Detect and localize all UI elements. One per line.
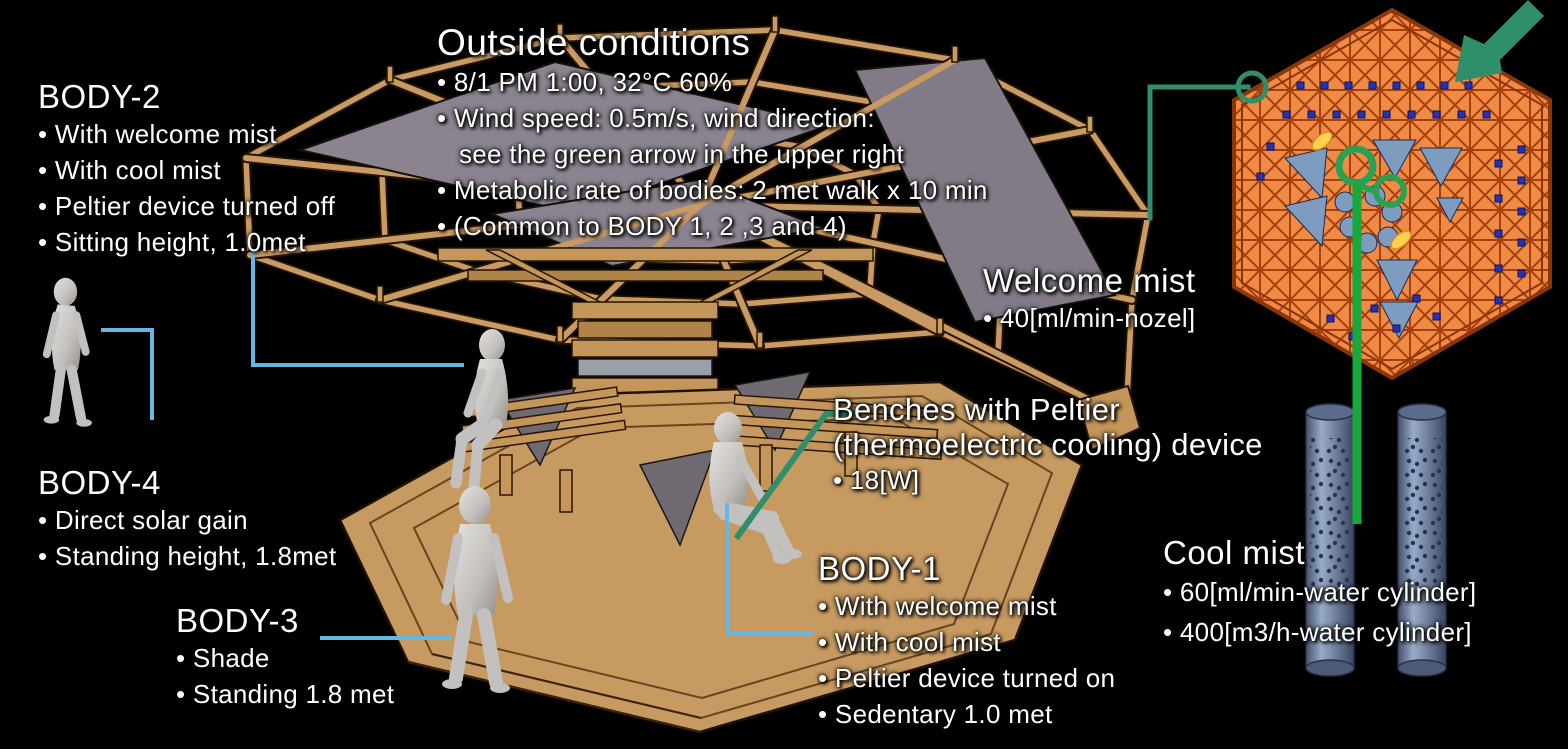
body4-label: BODY-4 • Direct solar gain • Standing he…: [38, 464, 336, 574]
body2-callout-line: [251, 250, 464, 367]
welcome-mist-nozzle-marker: [1235, 70, 1269, 104]
cool-mist-item: • 400[m3/h-water cylinder]: [1163, 617, 1472, 647]
welcome-mist-title: Welcome mist: [983, 262, 1196, 299]
shade-triangles: [1284, 139, 1464, 340]
body3-label: BODY-3 • Shade • Standing 1.8 met: [176, 602, 394, 712]
body-2-figure: [450, 329, 509, 491]
benches-callout-line: [733, 409, 862, 541]
body4-item: • Direct solar gain: [38, 505, 248, 535]
cool-mist-item: • 60[ml/min-water cylinder]: [1163, 577, 1477, 607]
body2-label: BODY-2 • With welcome mist • With cool m…: [38, 78, 335, 260]
body2-item: • Sitting height, 1.0met: [38, 227, 306, 257]
benches-title-line1: Benches with Peltier: [833, 392, 1120, 427]
outside-conditions-item: • Metabolic rate of bodies: 2 met walk x…: [437, 175, 988, 205]
body-3-figure: [441, 486, 513, 693]
outside-conditions-item: • 8/1 PM 1:00, 32°C 60%: [437, 67, 733, 97]
water-cylinder-left: [1305, 403, 1355, 677]
benches-label: Benches with Peltier (thermoelectric coo…: [833, 392, 1263, 498]
welcome-mist-item: • 40[ml/min-nozel]: [983, 303, 1196, 333]
body1-title: BODY-1: [818, 550, 941, 587]
body1-label: BODY-1 • With welcome mist • With cool m…: [818, 550, 1115, 732]
benches-title-line2: (thermoelectric cooling) device: [833, 427, 1263, 462]
highlight-ovals: [1311, 131, 1412, 250]
water-cylinder-right: [1397, 403, 1447, 677]
cool-mist-label: Cool mist • 60[ml/min-water cylinder] • …: [1163, 534, 1476, 652]
body2-item: • Peltier device turned off: [38, 191, 336, 221]
outside-conditions-item: see the green arrow in the upper right: [459, 139, 904, 169]
welcome-mist-label: Welcome mist • 40[ml/min-nozel]: [983, 262, 1196, 336]
body2-item: • With welcome mist: [38, 119, 277, 149]
body-1-figure: [709, 412, 802, 564]
body4-callout-line: [101, 328, 154, 420]
wind-direction-arrow-icon: [1455, 0, 1544, 82]
outside-conditions-item: • Wind speed: 0.5m/s, wind direction:: [437, 103, 875, 133]
body2-title: BODY-2: [38, 78, 161, 115]
body3-item: • Shade: [176, 643, 270, 673]
body-4-figure: [42, 277, 92, 427]
body4-item: • Standing height, 1.8met: [38, 541, 337, 571]
cool-mist-title: Cool mist: [1163, 534, 1306, 571]
body1-item: • With welcome mist: [818, 591, 1057, 621]
body2-item: • With cool mist: [38, 155, 221, 185]
outside-conditions-title: Outside conditions: [437, 22, 751, 63]
body1-item: • Sedentary 1.0 met: [818, 699, 1053, 729]
plan-view-hexagon: [1232, 7, 1552, 381]
body4-title: BODY-4: [38, 464, 161, 501]
body1-item: • Peltier device turned on: [818, 663, 1116, 693]
mist-nozzle-dots: [1256, 81, 1526, 341]
body1-callout-line: [725, 503, 814, 636]
welcome-mist-callout-line: [1147, 84, 1251, 221]
outside-conditions-block: Outside conditions • 8/1 PM 1:00, 32°C 6…: [437, 22, 988, 244]
benches-item: • 18[W]: [833, 465, 920, 495]
roof-panels: [296, 56, 1117, 324]
body3-title: BODY-3: [176, 602, 299, 639]
pavilion-base: [338, 371, 1084, 734]
body3-item: • Standing 1.8 met: [176, 679, 395, 709]
outside-conditions-item: • (Common to BODY 1, 2 ,3 and 4): [437, 211, 847, 241]
body1-item: • With cool mist: [818, 627, 1001, 657]
pavilion-roof: [241, 15, 1153, 452]
